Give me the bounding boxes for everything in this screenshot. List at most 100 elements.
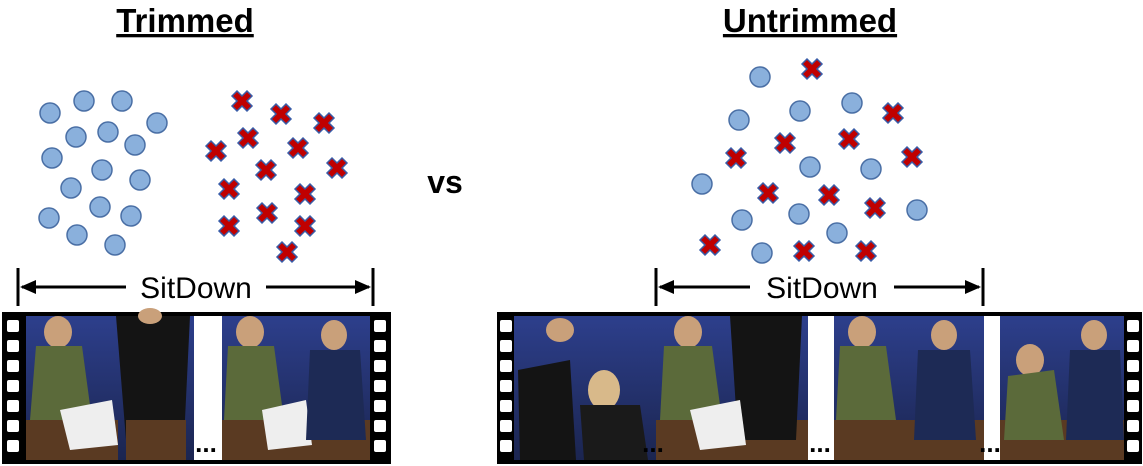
film-sprocket-hole [7, 320, 19, 332]
cross-icon [294, 215, 316, 237]
film-strip-untrimmed: ... ... ... [497, 312, 1142, 464]
film-strip-trimmed: ... [2, 308, 391, 464]
film-sprocket-hole [374, 360, 386, 372]
cross-icon [231, 90, 253, 112]
circle-icon [120, 205, 142, 227]
cross-icon [270, 103, 292, 125]
cross-icon [287, 137, 309, 159]
action-label-untrimmed: SitDown [766, 272, 878, 305]
trimmed-title: Trimmed [116, 2, 254, 39]
vs-label: vs [427, 164, 463, 200]
film-sprocket-hole [500, 320, 512, 332]
circle-icon [789, 100, 811, 122]
ellipsis-untrimmed-3: ... [979, 428, 1001, 458]
cross-icon [838, 128, 860, 150]
video-frame [656, 316, 808, 460]
video-frame [834, 316, 984, 460]
circle-icon [38, 207, 60, 229]
action-bracket-untrimmed [654, 268, 985, 306]
cross-icon [326, 157, 348, 179]
film-sprocket-hole [1127, 320, 1139, 332]
film-sprocket-hole [1127, 420, 1139, 432]
circle-icon [60, 177, 82, 199]
frame-gap [194, 316, 222, 460]
circle-icon [97, 121, 119, 143]
video-frame [514, 316, 656, 460]
circle-icon [691, 173, 713, 195]
film-sprocket-hole [1127, 400, 1139, 412]
cross-icon [855, 240, 877, 262]
film-sprocket-hole [7, 400, 19, 412]
film-sprocket-hole [7, 340, 19, 352]
circle-icon [104, 234, 126, 256]
film-sprocket-hole [500, 340, 512, 352]
circle-icon [111, 90, 133, 112]
video-frame [116, 308, 194, 460]
cross-icon [793, 240, 815, 262]
film-sprocket-hole [374, 440, 386, 452]
film-sprocket-hole [500, 440, 512, 452]
cross-icon [901, 146, 923, 168]
film-sprocket-hole [7, 380, 19, 392]
circle-icon [728, 109, 750, 131]
cross-icon [774, 132, 796, 154]
circle-icon [91, 159, 113, 181]
circle-icon [751, 242, 773, 264]
action-label-trimmed: SitDown [140, 272, 252, 305]
circle-icon [65, 126, 87, 148]
film-sprocket-hole [1127, 440, 1139, 452]
circle-icon [66, 224, 88, 246]
circle-icon [73, 90, 95, 112]
circle-icon [39, 102, 61, 124]
cross-icon [218, 178, 240, 200]
frame-gap [984, 316, 1000, 460]
cross-icon [725, 147, 747, 169]
cross-icon [801, 58, 823, 80]
frame-gap [808, 316, 834, 460]
circle-icon [731, 209, 753, 231]
circle-icon [146, 112, 168, 134]
film-sprocket-hole [7, 360, 19, 372]
circle-icon [89, 196, 111, 218]
cross-icon [818, 184, 840, 206]
cross-icon [864, 197, 886, 219]
film-sprocket-hole [374, 400, 386, 412]
ellipsis-trimmed: ... [195, 428, 217, 458]
cross-icon [237, 127, 259, 149]
circle-icon [841, 92, 863, 114]
film-sprocket-hole [7, 420, 19, 432]
action-bracket-trimmed [16, 268, 375, 306]
circle-icon [129, 169, 151, 191]
film-sprocket-hole [7, 440, 19, 452]
cross-icon [882, 102, 904, 124]
cross-icon [205, 140, 227, 162]
film-sprocket-hole [374, 320, 386, 332]
cross-icon [218, 215, 240, 237]
untrimmed-title: Untrimmed [723, 2, 897, 39]
circle-icon [749, 66, 771, 88]
cross-icon [699, 234, 721, 256]
circle-icon [860, 158, 882, 180]
film-sprocket-hole [1127, 340, 1139, 352]
video-frame [26, 316, 118, 460]
circle-icon [906, 199, 928, 221]
ellipsis-untrimmed-2: ... [809, 428, 831, 458]
cross-icon [757, 182, 779, 204]
circle-icon [124, 134, 146, 156]
positive-samples [38, 66, 928, 264]
film-sprocket-hole [374, 420, 386, 432]
cross-icon [256, 202, 278, 224]
film-sprocket-hole [374, 340, 386, 352]
circle-icon [41, 147, 63, 169]
film-sprocket-hole [500, 400, 512, 412]
video-frame [222, 316, 370, 460]
cross-icon [313, 112, 335, 134]
ellipsis-untrimmed-1: ... [642, 428, 664, 458]
film-sprocket-hole [500, 420, 512, 432]
circle-icon [788, 203, 810, 225]
film-sprocket-hole [500, 360, 512, 372]
film-sprocket-hole [1127, 360, 1139, 372]
film-sprocket-hole [1127, 380, 1139, 392]
circle-icon [799, 156, 821, 178]
